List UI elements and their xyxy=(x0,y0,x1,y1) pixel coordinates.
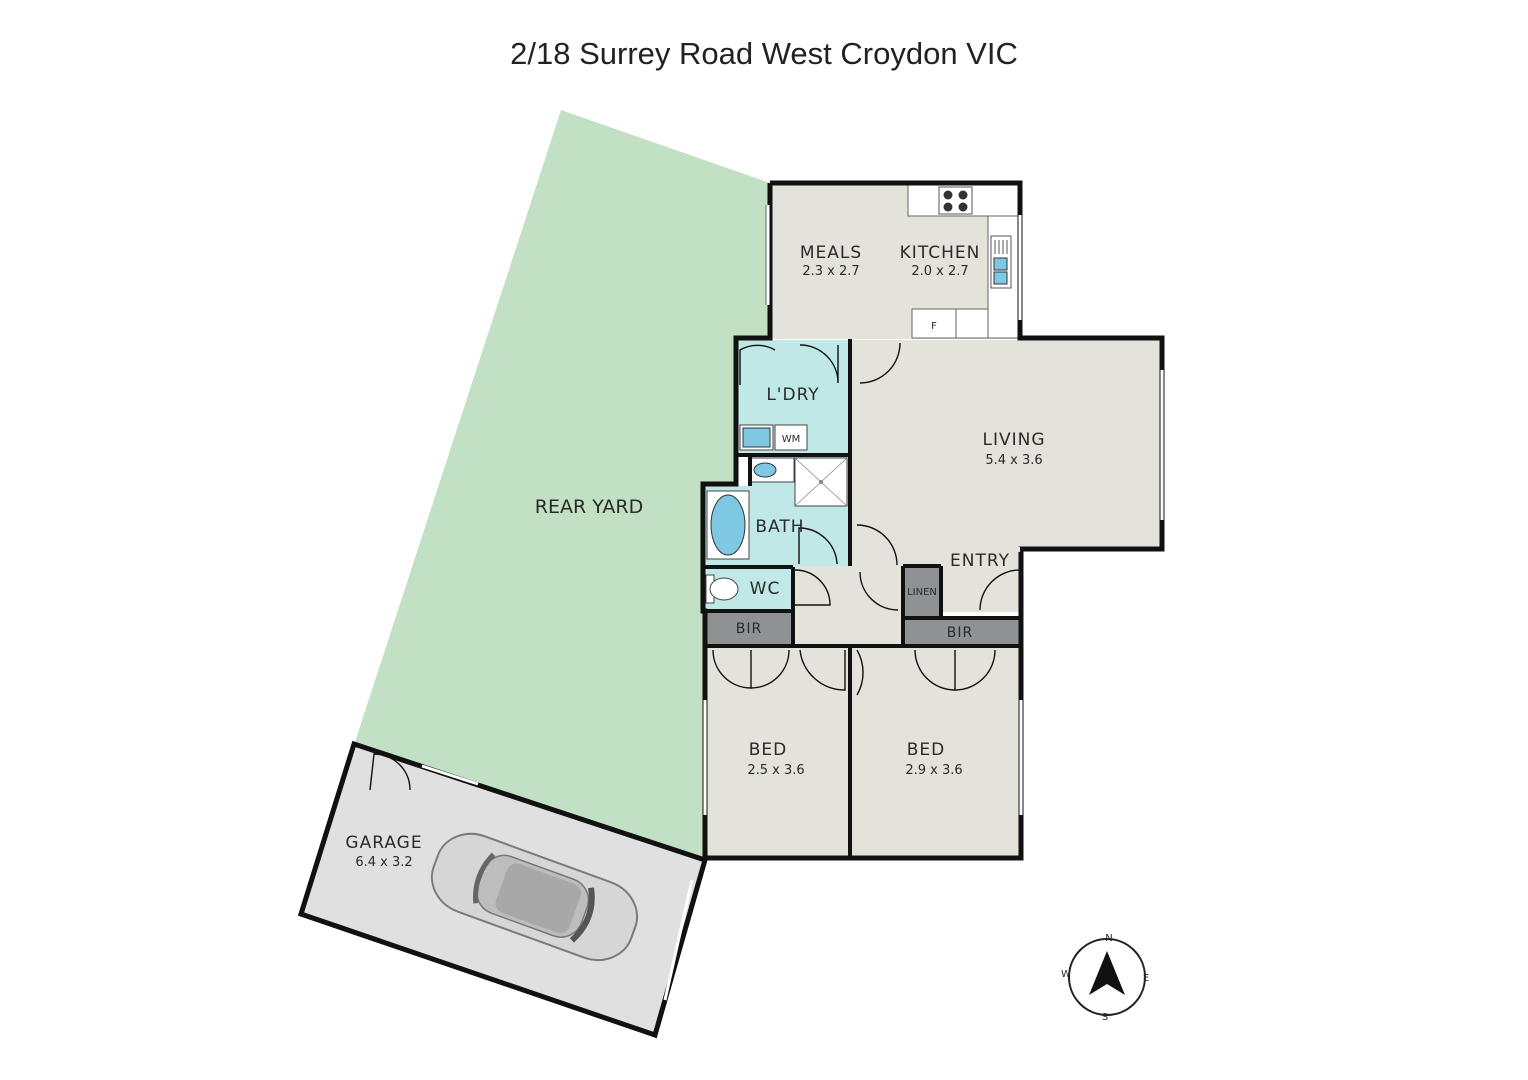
entry-name: ENTRY xyxy=(950,551,1010,571)
car-icon xyxy=(430,832,639,962)
bir-left-box xyxy=(705,611,793,644)
wc-name: WC xyxy=(750,579,781,599)
fridge-icon xyxy=(911,308,957,339)
bed-left-dim: 2.5 x 3.6 xyxy=(747,763,804,778)
linen-box xyxy=(903,566,941,617)
compass-w: W xyxy=(1061,969,1071,980)
hall-floor xyxy=(793,566,903,646)
bir-left-name: BIR xyxy=(736,621,762,637)
garage-name: GARAGE xyxy=(345,833,422,853)
compass-e: E xyxy=(1143,973,1149,984)
page-title: 2/18 Surrey Road West Croydon VIC xyxy=(510,36,1018,71)
living-floor xyxy=(850,340,1162,612)
laundry-name: L'DRY xyxy=(766,385,819,405)
kitchen-dim: 2.0 x 2.7 xyxy=(911,264,968,279)
compass-n: N xyxy=(1105,933,1112,944)
cooktop-icon xyxy=(938,186,973,215)
living-dim: 5.4 x 3.6 xyxy=(985,453,1042,468)
compass-s: S xyxy=(1102,1012,1108,1023)
bed-right-dim: 2.9 x 3.6 xyxy=(905,763,962,778)
house-outer-wall xyxy=(700,180,1165,861)
living-name: LIVING xyxy=(982,430,1045,450)
bir-right-name: BIR xyxy=(947,625,973,641)
sink-icon xyxy=(990,235,1012,289)
fridge-label: F xyxy=(931,321,937,332)
garage-dim: 6.4 x 3.2 xyxy=(355,855,412,870)
rear-yard-name: REAR YARD xyxy=(535,496,643,518)
pantry-icon xyxy=(955,308,989,339)
bed-left-name: BED xyxy=(749,740,788,760)
toilet-icon xyxy=(705,574,739,604)
compass-icon xyxy=(1068,938,1146,1016)
linen-name: LINEN xyxy=(907,587,937,598)
bed-right-name: BED xyxy=(907,740,946,760)
bir-right-box xyxy=(903,619,1021,646)
kitchen-name: KITCHEN xyxy=(900,243,981,263)
washing-machine-label: WM xyxy=(782,434,801,445)
meals-name: MEALS xyxy=(800,243,862,263)
rear-yard-area xyxy=(355,110,770,858)
meals-dim: 2.3 x 2.7 xyxy=(802,264,859,279)
washing-machine-icon xyxy=(774,424,808,451)
bath-name: BATH xyxy=(755,517,804,537)
bed-right-floor xyxy=(850,646,1021,857)
shower-icon xyxy=(794,457,848,507)
